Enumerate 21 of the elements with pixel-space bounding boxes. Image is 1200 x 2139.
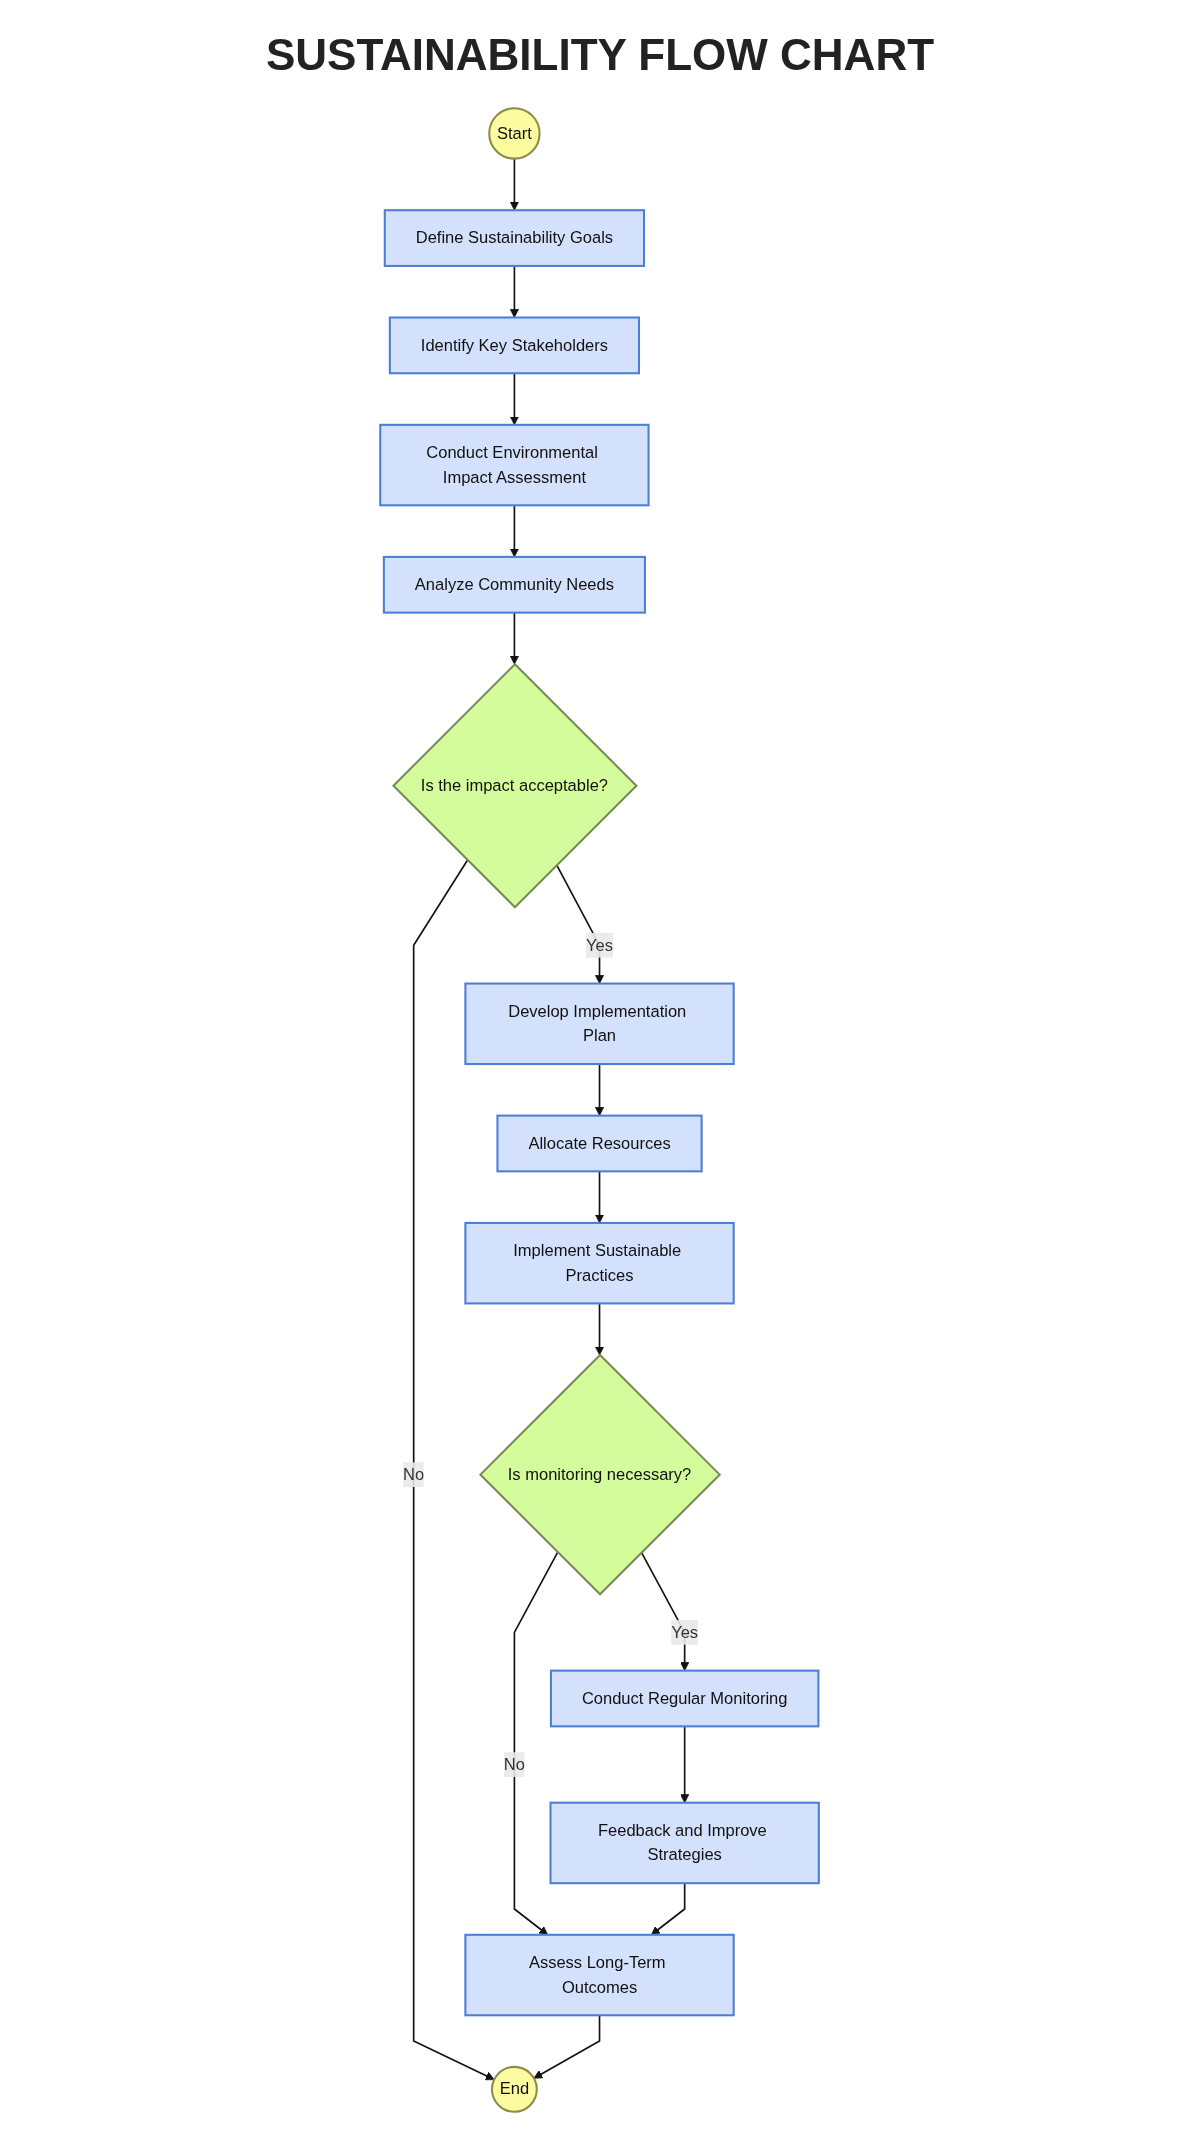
node-box: Implement Sustainable Practices <box>464 1221 736 1305</box>
edge-label: Yes <box>671 1623 699 1641</box>
node-box: Conduct Regular Monitoring <box>550 1669 820 1728</box>
node-circle: Start <box>488 107 542 160</box>
node-box: Identify Key Stakeholders <box>389 316 641 375</box>
node-diamond: Is the impact acceptable? <box>392 662 639 909</box>
node-box: Define Sustainability Goals <box>384 209 646 267</box>
node-box: Assess Long-Term Outcomes <box>464 1933 736 2017</box>
node-box: Analyze Community Needs <box>383 555 647 614</box>
node-box: Feedback and Improve Strategies <box>549 1801 821 1885</box>
edge-label: No <box>403 1465 425 1483</box>
node-box: Allocate Resources <box>496 1114 704 1173</box>
node-box: Conduct Environmental Impact Assessment <box>379 423 651 507</box>
chart-title: SUSTAINABILITY FLOW CHART <box>264 30 936 80</box>
edge-label: Yes <box>586 936 614 954</box>
node-diamond: Is monitoring necessary? <box>479 1353 722 1596</box>
node-box: Develop Implementation Plan <box>464 982 736 1066</box>
arrow <box>413 859 496 2081</box>
arrow <box>510 265 520 318</box>
edge-label: No <box>504 1755 526 1773</box>
node-circle: End <box>491 2065 539 2113</box>
